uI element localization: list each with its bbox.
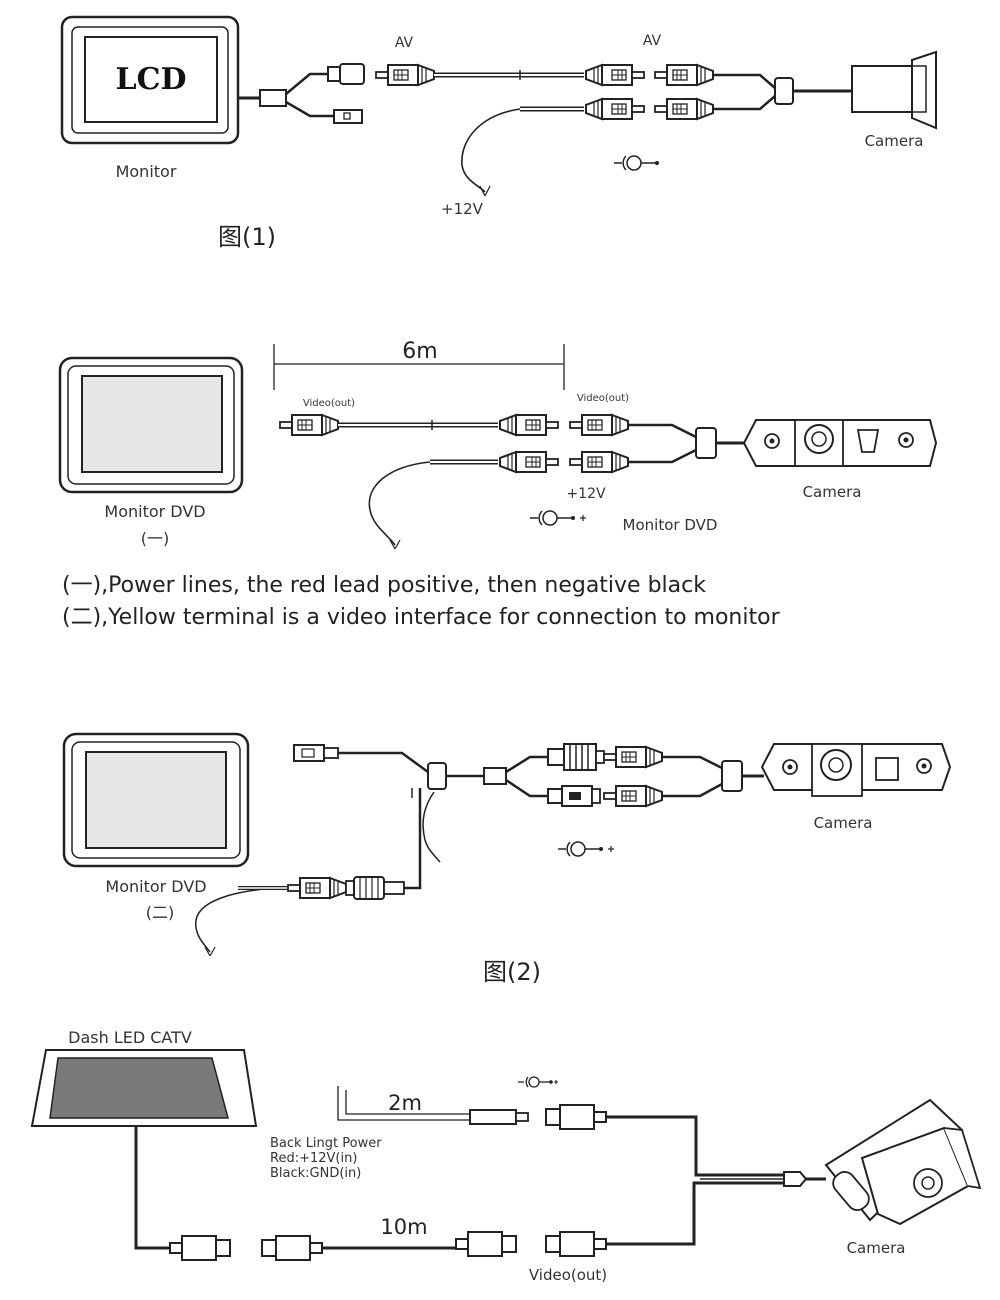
power-symbol-fig3 [518,1076,558,1088]
camera-fig1 [851,50,937,130]
camera-fig3 [824,1098,982,1226]
camera-label-fig2b: Camera [814,814,873,832]
video-out-label-fig3: Video(out) [529,1266,607,1284]
video-connector-2b-top [603,746,663,768]
monitor-dvd-mark-2: (二) [146,903,175,922]
av-connector-left [375,64,435,86]
video-connector-right [569,414,629,436]
monitor-dvd-2 [62,732,250,868]
av-label-left: AV [395,35,414,51]
figure-3: Dash LED CATV 10m Video(out) 2m [30,1028,982,1284]
camera-label-fig1: Camera [865,132,924,150]
power-symbol-fig1 [614,155,659,171]
av-label-right: AV [643,33,662,49]
black-label: Black:GND(in) [270,1166,361,1181]
av-connector-right-top [654,64,714,86]
video-plug-fig3-2 [261,1235,323,1261]
monitor-dvd-label-center: Monitor DVD [623,516,718,534]
monitor-dvd-mark-1: (一) [141,529,170,548]
power-socket-2b-left [345,876,405,900]
red-label: Red:+12V(in) [270,1151,357,1166]
length-2m: 2m [388,1091,422,1115]
power-label-2a: +12V [566,486,606,502]
figure-1: LCD Monitor AV AV [60,15,937,251]
camera-label-fig3: Camera [847,1239,906,1257]
video-plug-2b [293,744,339,762]
power-plug-fig3 [469,1109,529,1125]
dash-label: Dash LED CATV [68,1028,192,1047]
yellow-socket-2b [547,743,605,771]
figure-2-caption: 图(2) [483,958,541,986]
note-line-1: (一),Power lines, the red lead positive, … [62,573,706,598]
back-light-label: Back Lingt Power [270,1136,382,1151]
monitor-label: Monitor [116,162,177,181]
length-6m: 6m [402,339,437,364]
notes: (一),Power lines, the red lead positive, … [62,573,781,630]
monitor-av-socket [327,63,365,85]
video-plug-fig3-1 [169,1235,231,1261]
video-out-label-left: Video(out) [303,398,355,409]
figure-2b: Monitor DVD (二) [62,732,952,986]
camera-fig2a [742,419,938,467]
power-symbol-fig2a [530,510,586,526]
power-connector-2b-left [287,877,347,899]
power-socket-2b [547,785,601,807]
monitor-dvd-label-2: Monitor DVD [105,877,206,896]
note-line-2: (二),Yellow terminal is a video interface… [62,605,781,630]
video-plug-fig3-3 [455,1231,517,1257]
video-out-label-right: Video(out) [577,393,629,404]
monitor-dvd-label-1: Monitor DVD [104,502,205,521]
video-connector-left [279,414,339,436]
video-plug-fig3-4 [545,1231,607,1257]
figure-1-caption: 图(1) [218,223,276,251]
lcd-label: LCD [116,62,187,97]
av-connector-mid-top [585,64,645,86]
lcd-monitor: LCD [60,15,240,145]
power-connector-mid-2a [499,451,559,473]
monitor-power-plug [333,109,363,124]
monitor-dvd-1 [58,356,244,494]
video-connector-mid [499,414,559,436]
power-connector-right [654,98,714,120]
power-symbol-fig2b [558,841,614,857]
power-connector-mid [585,98,645,120]
power-socket-fig3 [545,1104,607,1130]
power-connector-2b-bottom [603,785,663,807]
camera-label-fig2a: Camera [803,483,862,501]
figure-2a: Monitor DVD (一) 6m Video(out) Video(out) [58,339,938,550]
camera-fig2b [760,743,952,797]
dash-monitor [30,1049,258,1127]
power-label: +12V [441,200,484,218]
power-connector-right-2a [569,451,629,473]
length-10m: 10m [380,1215,427,1239]
